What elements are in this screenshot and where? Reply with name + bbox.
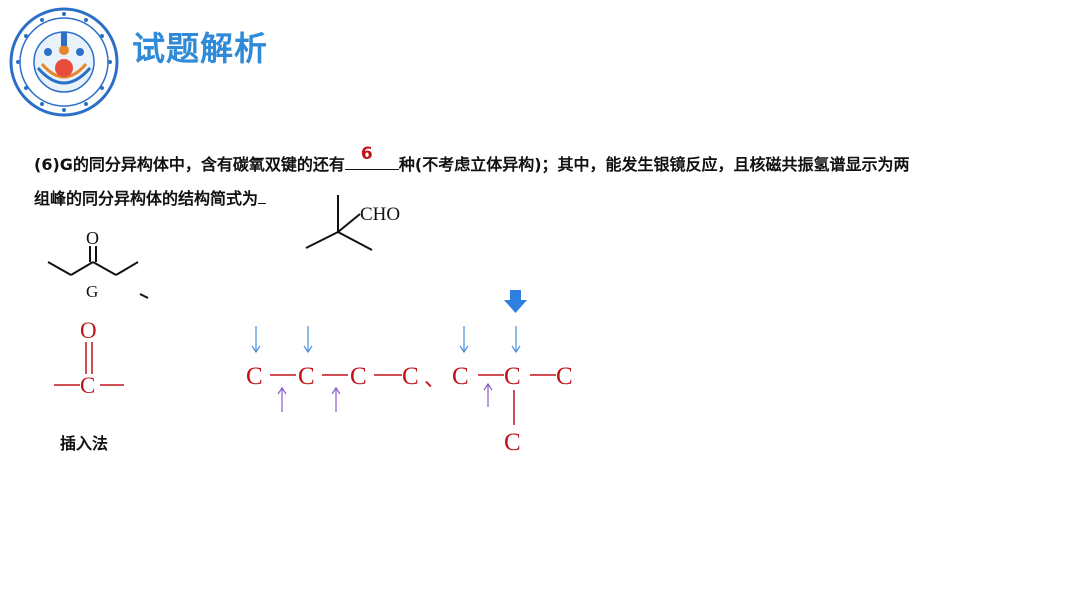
school-seal-icon [9, 7, 119, 117]
purple-up-arrows [277, 382, 493, 412]
question-part1: (6)G的同分异构体中，含有碳氧双键的还有 [34, 155, 345, 174]
up-arrow-icon [483, 382, 493, 407]
insertion-method-label: 插入法 [60, 434, 109, 453]
answer-blank: 6 [344, 144, 399, 170]
down-arrow-icon [511, 326, 521, 354]
molecule-g-label: G [86, 282, 98, 301]
carbonyl-carbon: C [80, 373, 95, 398]
down-arrow-icon [251, 326, 261, 354]
chain-2-atom-1: C [452, 363, 469, 390]
chain-2-atom-3: C [556, 363, 573, 390]
blue-down-arrows [251, 326, 521, 354]
down-arrow-icon [459, 326, 469, 354]
page-title: 试题解析 [132, 29, 268, 68]
up-arrow-icon [277, 386, 287, 412]
up-arrow-icon [331, 386, 341, 412]
question-part2: 种(不考虑立体异构)；其中，能发生银镜反应，且核磁共振氢谱显示为两 [398, 155, 910, 174]
chain-2-atom-2: C [504, 363, 521, 390]
answer-value: 6 [360, 144, 373, 164]
question-part3: 组峰的同分异构体的结构简式为 [34, 189, 259, 208]
chain-1-atom-3: C [350, 363, 367, 390]
cho-label: CHO [360, 204, 400, 225]
molecule-g [47, 246, 149, 299]
chain-1-atom-1: C [246, 363, 263, 390]
chain-2-branch-atom: C [504, 429, 521, 456]
chain-separator: 、 [424, 367, 446, 392]
down-arrow-icon [303, 326, 313, 354]
molecule-g-oxygen: O [86, 228, 99, 248]
answer-blank-2 [258, 185, 267, 204]
chain-1-atom-2: C [298, 363, 315, 390]
question-text: (6)G的同分异构体中，含有碳氧双键的还有 6 种(不考虑立体异构)；其中，能发生银… [34, 144, 1044, 216]
big-down-arrow-icon [504, 290, 527, 313]
answer-structure [305, 195, 373, 251]
carbonyl-oxygen: O [80, 318, 97, 343]
carbonyl-group [54, 342, 124, 386]
chain-2-bonds [478, 374, 556, 425]
chain-1-atom-4: C [402, 363, 419, 390]
